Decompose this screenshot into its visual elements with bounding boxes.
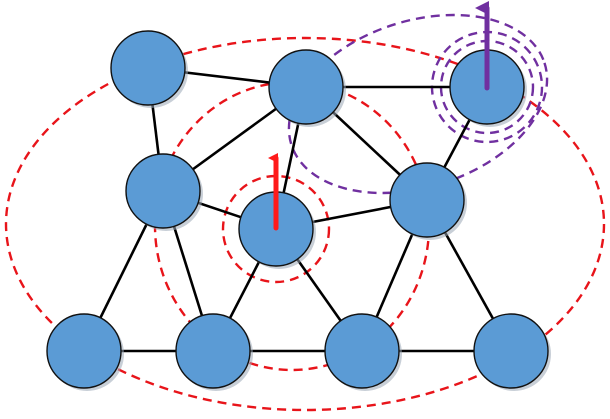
graph-node-n6 <box>389 162 465 238</box>
arrow-layer <box>268 1 490 231</box>
graph-node-n4 <box>125 153 201 229</box>
graph-node-n10 <box>473 313 549 389</box>
graph-node-n9 <box>324 313 400 389</box>
node-layer <box>46 30 551 391</box>
large-red-region <box>4 36 606 412</box>
red-small-ring <box>221 174 331 284</box>
graph-node-n1 <box>110 30 186 106</box>
graph-node-n2 <box>268 49 344 125</box>
graph-node-n8 <box>175 313 251 389</box>
graph-node-n7 <box>46 313 122 389</box>
